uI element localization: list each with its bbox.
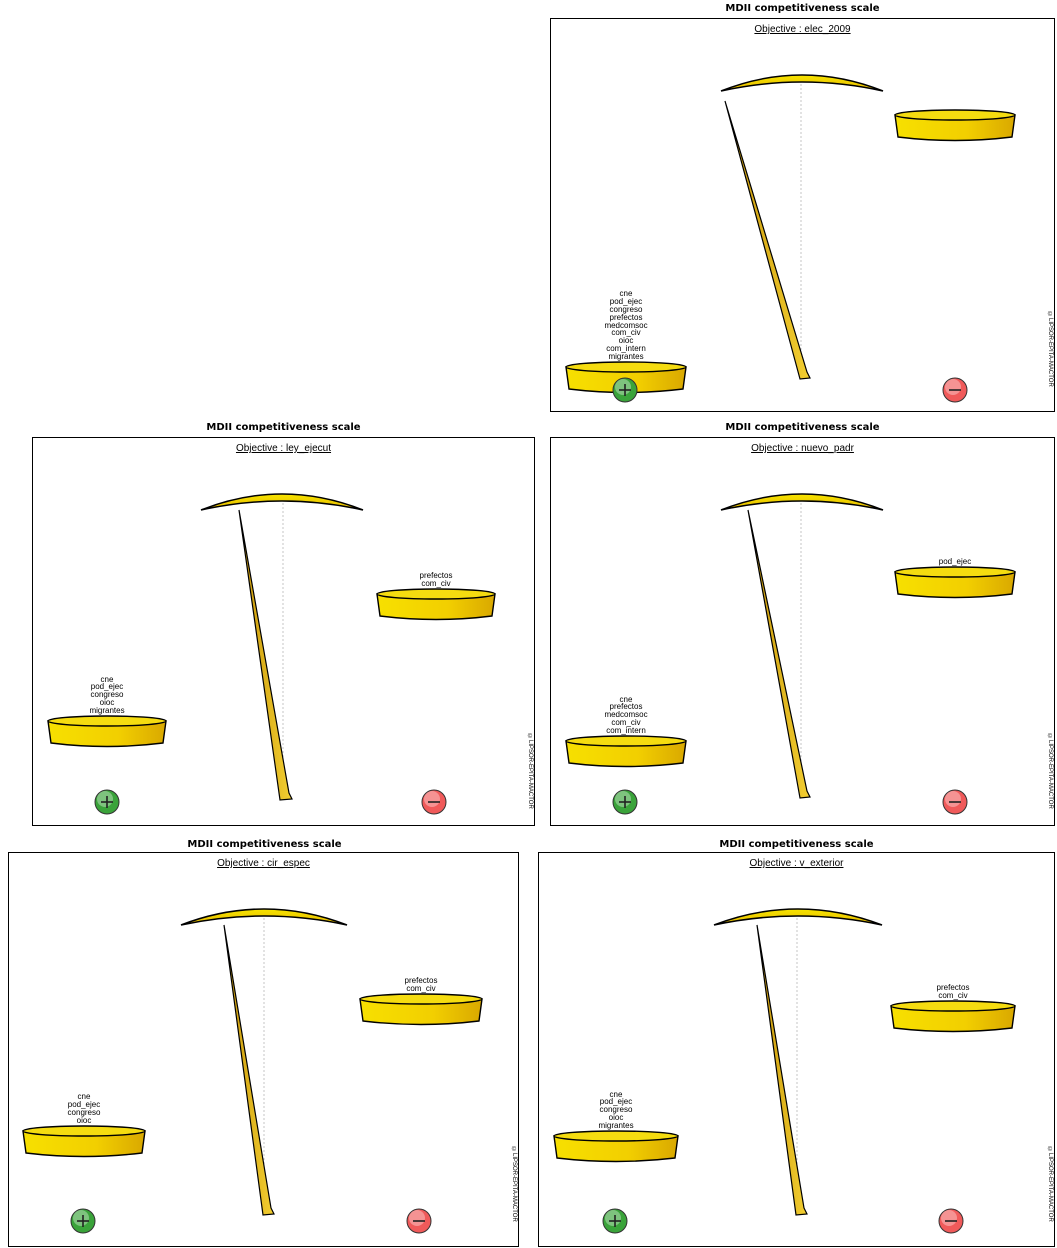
chart-title: MDII competitiveness scale (550, 422, 1055, 433)
chart-title: MDII competitiveness scale (8, 839, 521, 850)
balance-beam (201, 494, 363, 510)
balance-needle (224, 925, 274, 1215)
copyright-label: ©LIPSOR-EPITA-MACTOR (1047, 1147, 1053, 1222)
actor-label: migrantes (598, 1122, 633, 1130)
actor-label: pod_ejec (939, 558, 971, 566)
plus-circle-icon (603, 1209, 627, 1233)
chart-title: MDII competitiveness scale (550, 3, 1055, 14)
minus-pan (895, 110, 1015, 141)
plus-pan (48, 716, 166, 747)
plus-pan (566, 736, 686, 767)
copyright-label: ©LIPSOR-EPITA-MACTOR (1047, 734, 1053, 809)
copyright-label: ©LIPSOR-EPITA-MACTOR (1047, 312, 1053, 387)
balance-beam (714, 909, 882, 925)
copyright-label: ©LIPSOR-EPITA-MACTOR (511, 1147, 517, 1222)
minus-circle-icon (943, 378, 967, 402)
actor-label: migrantes (604, 353, 647, 361)
actor-label: oioc (68, 1117, 101, 1125)
balance-needle (748, 510, 810, 798)
actor-label: com_civ (420, 580, 453, 588)
plus-actor-list: cnepod_ejeccongresooiocmigrantes (89, 676, 124, 716)
balance-scale (33, 438, 536, 827)
minus-pan (377, 589, 495, 620)
minus-circle-icon (407, 1209, 431, 1233)
minus-actor-list: pod_ejec (939, 558, 971, 566)
actor-label: migrantes (89, 707, 124, 715)
minus-circle-icon (943, 790, 967, 814)
minus-circle-icon (939, 1209, 963, 1233)
copyright-label: ©LIPSOR-EPITA-MACTOR (527, 734, 533, 809)
plus-circle-icon (95, 790, 119, 814)
plus-circle-icon (71, 1209, 95, 1233)
balance-beam (721, 75, 883, 91)
actor-label: com_civ (405, 985, 438, 993)
balance-beam (721, 494, 883, 510)
actor-label: com_intern (604, 727, 647, 735)
minus-pan (891, 1001, 1015, 1032)
plus-circle-icon (613, 790, 637, 814)
chart-title: MDII competitiveness scale (538, 839, 1055, 850)
actor-label: com_civ (937, 992, 970, 1000)
balance-scale (9, 853, 520, 1248)
plus-pan (554, 1131, 678, 1162)
chart-title: MDII competitiveness scale (32, 422, 535, 433)
balance-scale (539, 853, 1056, 1248)
plus-pan (23, 1126, 145, 1157)
balance-scale (551, 438, 1056, 827)
minus-pan (360, 994, 482, 1025)
balance-needle (757, 925, 807, 1215)
plus-circle-icon (613, 378, 637, 402)
minus-circle-icon (422, 790, 446, 814)
balance-needle (239, 510, 292, 800)
balance-needle (725, 101, 810, 379)
minus-pan (895, 567, 1015, 598)
